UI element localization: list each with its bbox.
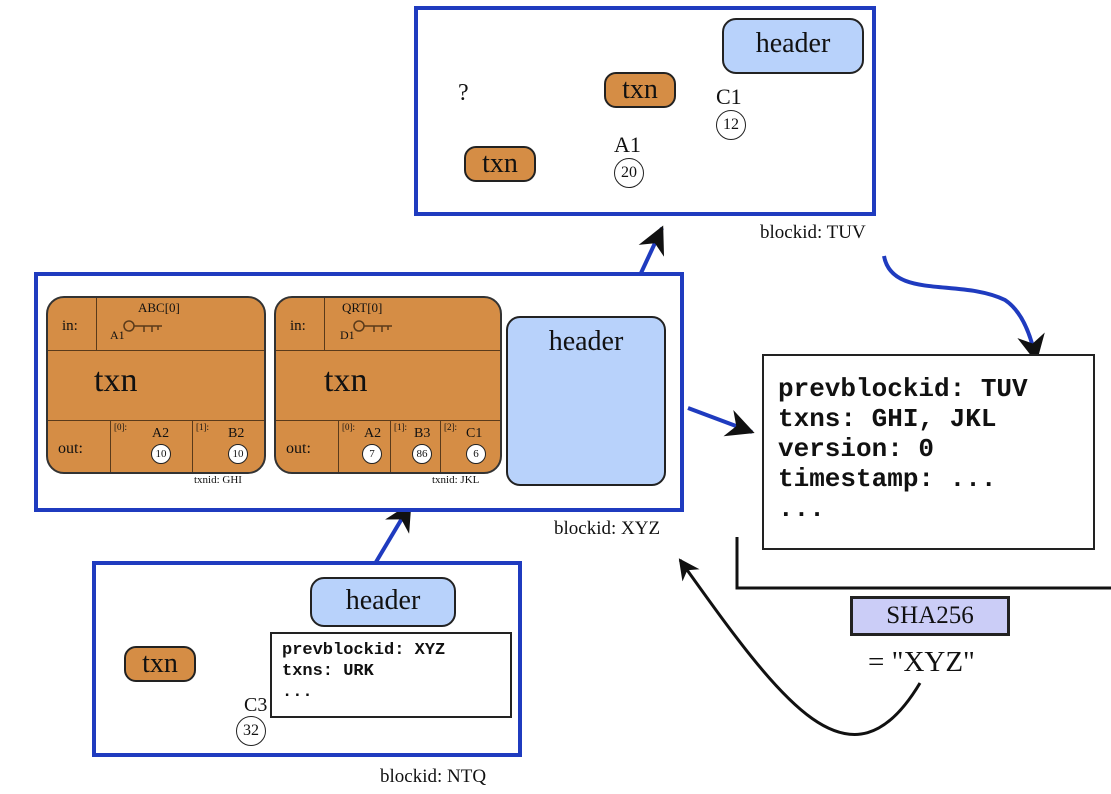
coin-jkl-b3: 86 bbox=[412, 444, 432, 464]
ghi-txn-title: txn bbox=[94, 362, 138, 399]
link-arrow-middle-to-detail bbox=[687, 406, 755, 437]
jkl-input-ref: QRT[0] bbox=[342, 300, 383, 315]
blockid-xyz-label: blockid: XYZ bbox=[554, 518, 661, 539]
blockid-ntq-label: blockid: NTQ bbox=[380, 766, 487, 787]
ghi-out-1-index: [1]: bbox=[196, 422, 209, 432]
coin-c3: 32 bbox=[236, 716, 266, 746]
jkl-out-label: out: bbox=[286, 440, 311, 457]
blockid-tuv-label: blockid: TUV bbox=[760, 222, 866, 243]
ghi-out-0-index: [0]: bbox=[114, 422, 127, 432]
block-xyz-header: header bbox=[506, 316, 666, 486]
coin-ghi-a2: 10 bbox=[151, 444, 171, 464]
question-mark-label: ? bbox=[458, 80, 469, 106]
header-detail-line: prevblockid: TUV bbox=[778, 374, 1028, 404]
txnid-jkl-label: txnid: JKL bbox=[432, 474, 480, 486]
bottom-header-line: txns: URK bbox=[282, 662, 374, 681]
jkl-out-0-index: [0]: bbox=[342, 422, 355, 432]
coin-a1: 20 bbox=[614, 158, 644, 188]
jkl-input-owner: D1 bbox=[340, 328, 355, 342]
jkl-in-label: in: bbox=[290, 318, 306, 334]
coin-jkl-a2: 7 bbox=[362, 444, 382, 464]
txn-card-jkl: in: QRT[0] D1 txn out: [0]: A2 7 [1]: B3… bbox=[274, 296, 502, 474]
link-arrow-bottom-to-middle bbox=[374, 502, 412, 564]
header-detail-box: prevblockid: TUV txns: GHI, JKL version:… bbox=[762, 354, 1095, 550]
header-detail-line: ... bbox=[778, 494, 825, 524]
jkl-out-2-index: [2]: bbox=[444, 422, 457, 432]
jkl-out-0-name: A2 bbox=[364, 426, 382, 441]
header-detail-line: version: 0 bbox=[778, 434, 935, 464]
top-txn-pill-a: txn bbox=[604, 72, 676, 108]
output-name-c1: C1 bbox=[716, 84, 742, 109]
jkl-txn-title: txn bbox=[324, 362, 368, 399]
output-name-c3: C3 bbox=[244, 694, 268, 716]
txn-card-ghi: in: ABC[0] A1 txn out: [0]: A2 10 [1]: B… bbox=[46, 296, 266, 474]
coin-jkl-c1: 6 bbox=[466, 444, 486, 464]
key-icon bbox=[123, 320, 162, 332]
bottom-header-detail-box: prevblockid: XYZ txns: URK ... bbox=[270, 632, 512, 718]
top-txn-pill-b: txn bbox=[464, 146, 536, 182]
hash-result-label: = "XYZ" bbox=[868, 646, 975, 678]
ghi-input-owner: A1 bbox=[110, 328, 125, 342]
block-ntq-header: header bbox=[310, 577, 456, 627]
jkl-out-1-index: [1]: bbox=[394, 422, 407, 432]
hash-bracket bbox=[735, 537, 1111, 590]
txnid-ghi-label: txnid: GHI bbox=[194, 474, 242, 486]
key-icon bbox=[353, 320, 392, 332]
header-detail-line: txns: GHI, JKL bbox=[778, 404, 997, 434]
coin-c1: 12 bbox=[716, 110, 746, 140]
sha256-box: SHA256 bbox=[850, 596, 1010, 636]
block-tuv-header: header bbox=[722, 18, 864, 74]
ghi-out-0-name: A2 bbox=[152, 426, 170, 441]
output-name-a1: A1 bbox=[614, 132, 641, 157]
ghi-out-label: out: bbox=[58, 440, 83, 457]
bottom-txn-pill: txn bbox=[124, 646, 196, 682]
ghi-in-label: in: bbox=[62, 318, 78, 334]
link-arrow-tuv-to-detail bbox=[882, 255, 1045, 363]
jkl-out-1-name: B3 bbox=[414, 426, 431, 441]
ghi-input-ref: ABC[0] bbox=[138, 300, 180, 315]
header-detail-line: timestamp: ... bbox=[778, 464, 997, 494]
ghi-out-1-name: B2 bbox=[228, 426, 245, 441]
jkl-out-2-name: C1 bbox=[466, 426, 483, 441]
hash-arrow bbox=[678, 558, 922, 736]
coin-ghi-b2: 10 bbox=[228, 444, 248, 464]
bottom-header-line: ... bbox=[282, 683, 313, 702]
bottom-header-line: prevblockid: XYZ bbox=[282, 641, 446, 660]
